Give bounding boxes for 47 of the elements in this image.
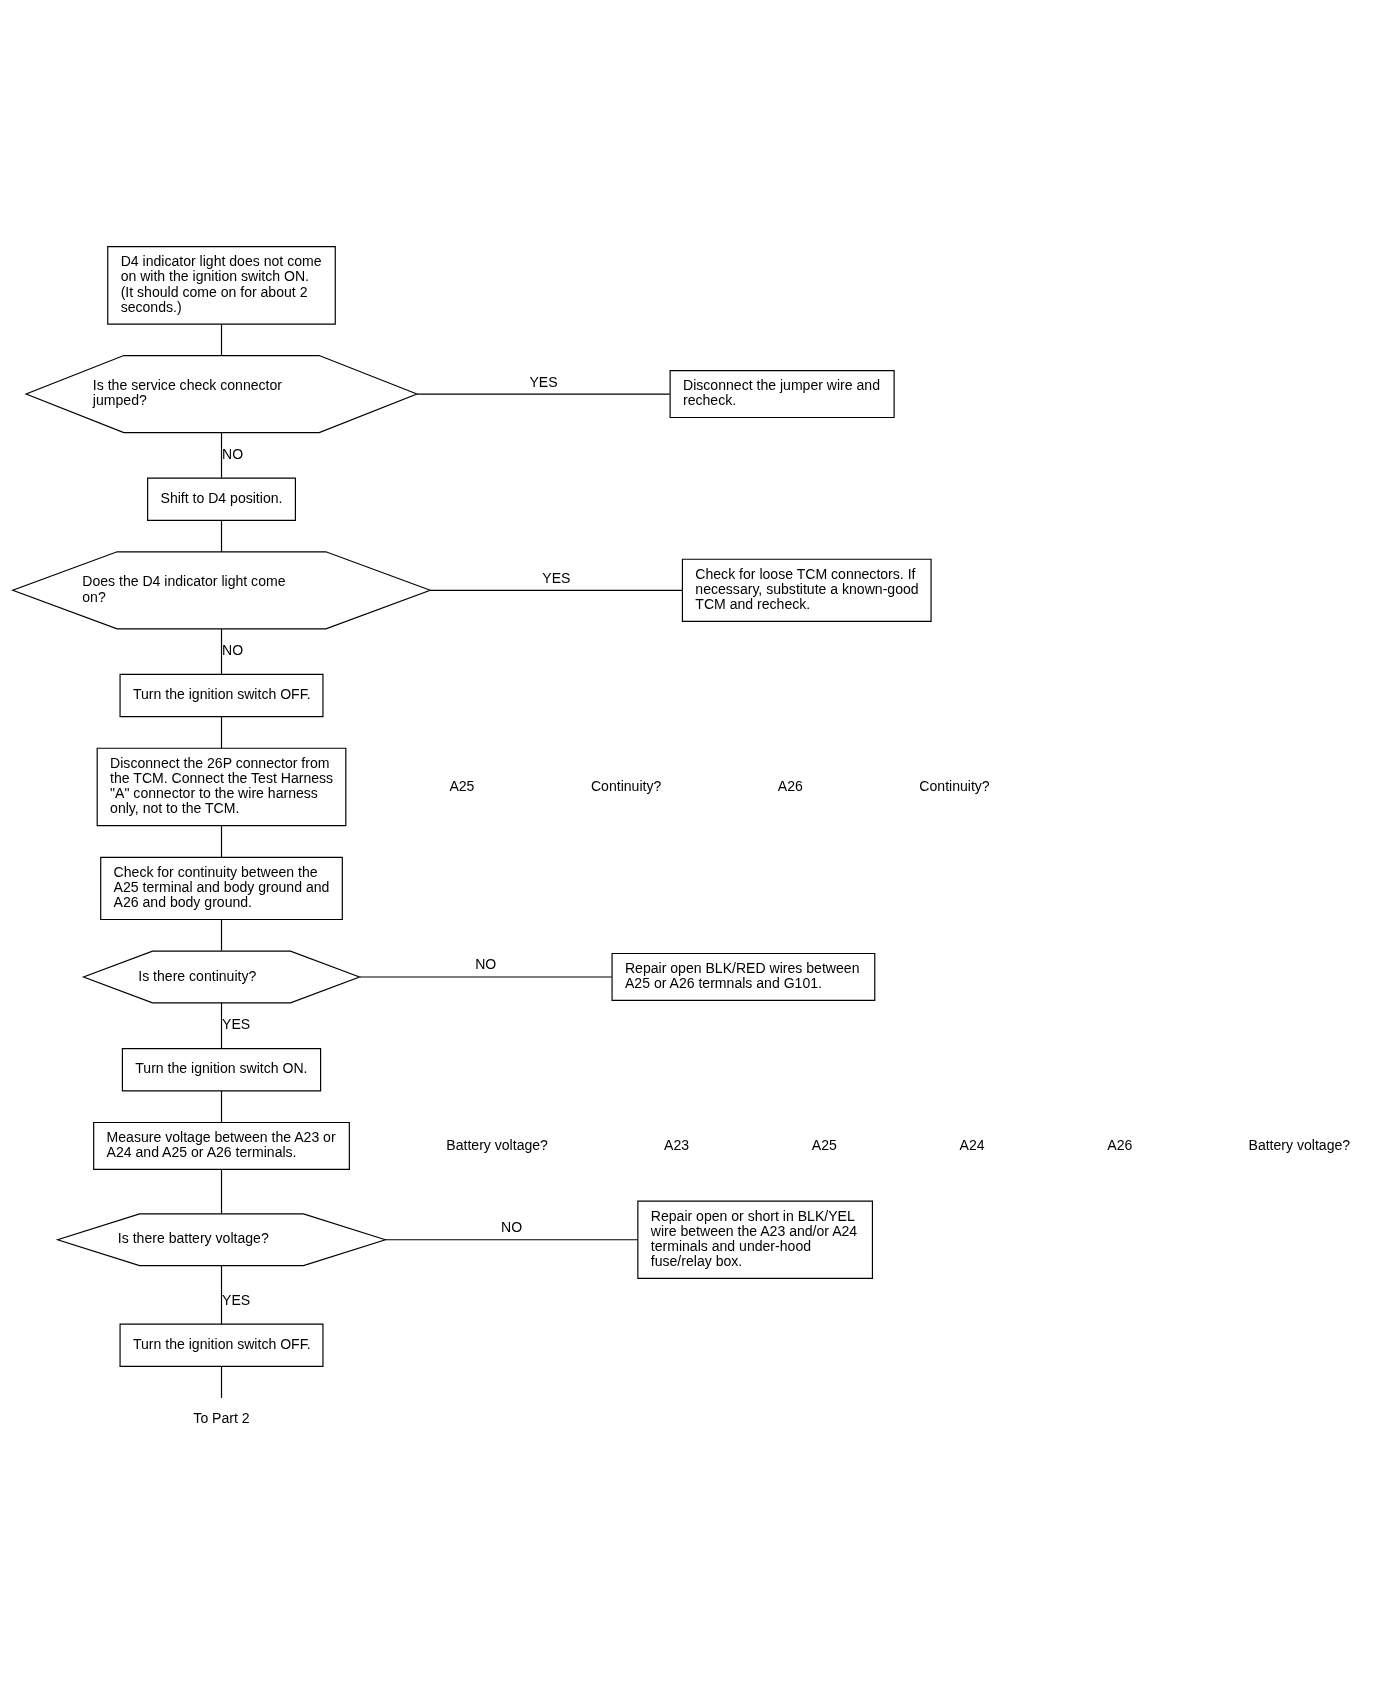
connector	[359, 975, 613, 978]
node-box: Repair open or short in BLK/YEL wire between the A23 and/or A24 terminals and under-hood fuse/relay box.	[637, 1199, 873, 1279]
connector	[220, 431, 223, 478]
edge-label: NO	[222, 641, 244, 658]
edge-label: YES	[222, 1015, 251, 1032]
connector	[220, 628, 223, 674]
edge-label: NO	[501, 1218, 523, 1235]
connector	[220, 323, 223, 356]
label: Battery voltage?	[446, 1136, 548, 1153]
edge-label: YES	[222, 1291, 251, 1308]
edge-label: YES	[529, 373, 558, 390]
node-box: Turn the ignition switch OFF.	[119, 1323, 324, 1367]
connector	[416, 393, 671, 395]
node-box: Measure voltage between the A23 or A24 and A25 or A26 terminals.	[93, 1121, 350, 1170]
connector	[385, 1238, 639, 1240]
label: A23	[664, 1136, 690, 1153]
edge-label: YES	[542, 569, 571, 586]
node-box: Disconnect the jumper wire and recheck.	[669, 369, 895, 418]
label: A26	[777, 777, 803, 794]
edge-label: NO	[475, 955, 497, 972]
connector	[220, 1090, 223, 1123]
node-text: To Part 2	[193, 1409, 250, 1426]
node-box: Check for continuity between the A25 terminal and body ground and A26 and body ground.	[100, 856, 343, 920]
node-box: Disconnect the 26P connector from the TCM. Connect the Test Harness "A" connector to the wire harness only, not to the TCM.	[96, 747, 347, 826]
label: A25	[811, 1136, 837, 1153]
label: Continuity?	[919, 777, 990, 794]
label: A26	[1107, 1136, 1133, 1153]
node-box: D4 indicator light does not come on with the ignition switch ON. (It should come on for about 2 seconds.)	[107, 245, 336, 325]
label: A24	[959, 1136, 985, 1153]
node-box: Shift to D4 position.	[147, 477, 296, 521]
label: A25	[449, 777, 475, 794]
node-box: Check for loose TCM connectors. If necessary, substitute a known-good TCM and recheck.	[681, 558, 932, 622]
connector	[429, 589, 683, 591]
node-box: Turn the ignition switch OFF.	[119, 673, 324, 717]
connector	[220, 1168, 223, 1214]
connector	[220, 918, 223, 951]
connector	[220, 715, 223, 749]
connector	[220, 1264, 223, 1324]
node-box: Turn the ignition switch ON.	[121, 1047, 322, 1091]
connector	[220, 1001, 223, 1049]
node-box: Repair open BLK/RED wires between A25 or A26 termnals and G101.	[611, 952, 876, 1001]
connector	[220, 1365, 223, 1398]
connector	[220, 825, 223, 858]
connector	[220, 519, 223, 553]
edge-label: NO	[222, 445, 244, 462]
label: Battery voltage?	[1248, 1136, 1351, 1153]
label: Continuity?	[590, 777, 662, 794]
